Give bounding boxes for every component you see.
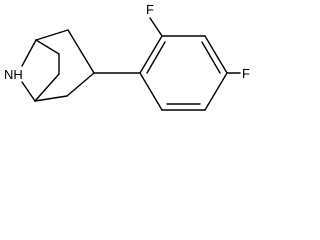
fluorine-ortho-label: F bbox=[146, 2, 154, 17]
fluorine-para-label: F bbox=[242, 66, 250, 81]
difluorophenyl-ring bbox=[93, 17, 241, 111]
ring-bond-c6-c1 bbox=[139, 72, 163, 111]
ring-bond-c1-c2 bbox=[139, 35, 163, 74]
ring-inner-double-bond-c3-c4 bbox=[201, 41, 221, 74]
bond-bridgehead-top-to-upper-chain bbox=[35, 29, 69, 41]
chemical-structure-diagram: NH F F bbox=[4, 2, 250, 111]
bicyclic-amine-core bbox=[21, 29, 95, 102]
bond-bridgehead-top-to-nitrogen bbox=[21, 39, 37, 67]
bond-lower-chain-to-bridgehead-bottom bbox=[34, 95, 68, 102]
ring-inner-double-bond-c1-c2 bbox=[146, 41, 166, 74]
bond-aryl-to-ortho-fluorine bbox=[149, 17, 163, 37]
bond-upper-chain-to-substituted-carbon bbox=[67, 29, 95, 74]
bond-substituted-carbon-to-lower-chain bbox=[66, 72, 95, 97]
bond-ethylene-bridge-to-bridgehead-bottom bbox=[34, 73, 60, 102]
ring-bond-c3-c4 bbox=[204, 35, 228, 74]
bond-bridgehead-top-to-ethylene-bridge bbox=[35, 39, 60, 55]
bond-nitrogen-to-bridgehead-bottom bbox=[21, 81, 36, 102]
ring-bond-c4-c5 bbox=[204, 72, 228, 111]
nitrogen-atom-label: NH bbox=[4, 67, 23, 82]
